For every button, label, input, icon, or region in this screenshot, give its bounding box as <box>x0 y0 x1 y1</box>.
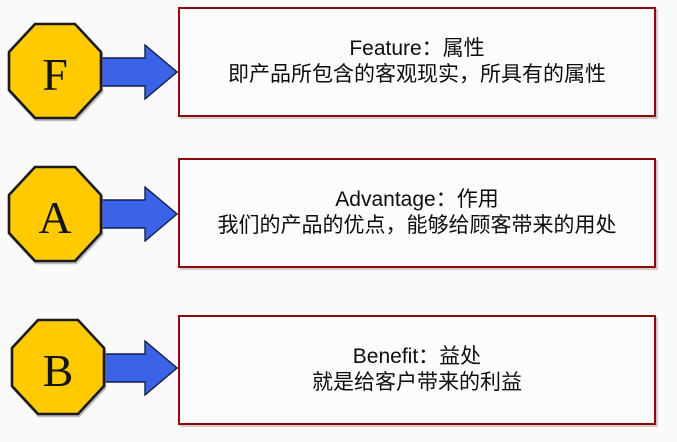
definition-description: 我们的产品的优点，能够给顾客带来的用处 <box>217 214 617 237</box>
octagon-icon <box>7 165 103 263</box>
octagon-badge: B <box>10 318 106 416</box>
definition-title: Advantage：作用 <box>335 188 499 211</box>
definition-title: Feature：属性 <box>349 37 485 60</box>
octagon-letter: F <box>42 49 68 100</box>
octagon-letter: B <box>42 345 74 396</box>
definition-description: 即产品所包含的客观现实，所具有的属性 <box>228 63 606 86</box>
octagon-letter: A <box>38 192 72 243</box>
octagon-badge: A <box>7 165 103 263</box>
definition-box: Feature：属性 即产品所包含的客观现实，所具有的属性 <box>178 7 656 117</box>
octagon-icon <box>7 22 103 120</box>
definition-title: Benefit：益处 <box>352 345 482 368</box>
octagon-badge: F <box>7 22 103 120</box>
definition-box: Benefit：益处 就是给客户带来的利益 <box>178 315 656 425</box>
octagon-icon <box>10 318 106 416</box>
definition-description: 就是给客户带来的利益 <box>312 371 522 394</box>
definition-box: Advantage：作用 我们的产品的优点，能够给顾客带来的用处 <box>178 158 656 268</box>
